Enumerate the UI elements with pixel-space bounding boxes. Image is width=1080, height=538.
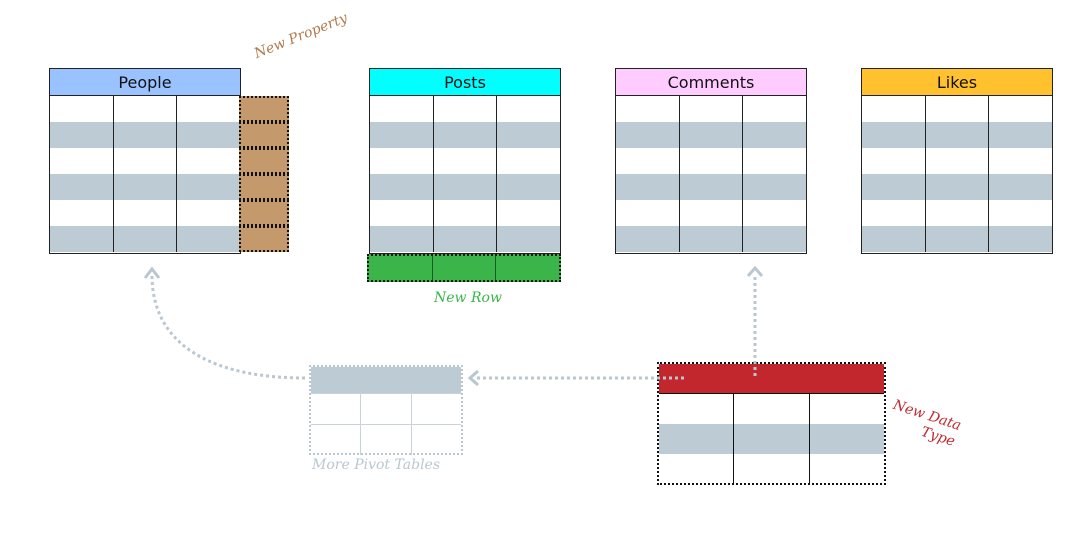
table-row (659, 454, 884, 484)
table-row (50, 122, 240, 148)
table-row (370, 122, 560, 148)
table-row (370, 96, 560, 122)
new-property-cell (239, 226, 289, 252)
table-row (311, 393, 461, 424)
table-row (659, 394, 884, 424)
table-row (370, 174, 560, 200)
table-row (659, 424, 884, 454)
table-row (862, 174, 1052, 200)
likes-table-title: Likes (936, 72, 978, 92)
table-row (862, 226, 1052, 252)
new-data-type-table (657, 362, 886, 485)
people-table-header: People (50, 69, 240, 96)
table-row (862, 148, 1052, 174)
new-data-type-header (659, 364, 884, 394)
comments-table-title: Comments (667, 72, 755, 92)
more-pivot-tables-label: More Pivot Tables (312, 457, 441, 473)
table-row (50, 96, 240, 122)
table-row (616, 226, 806, 252)
table-row (616, 174, 806, 200)
new-row-cells (367, 254, 561, 282)
table-row (311, 424, 461, 455)
comments-table-header: Comments (616, 69, 806, 96)
table-row (616, 96, 806, 122)
arrow-to-comments-head (746, 265, 764, 277)
table-row (862, 96, 1052, 122)
arrow-to-pivot-head (467, 369, 479, 387)
table-row (616, 148, 806, 174)
arrow-to-people (150, 274, 306, 380)
table-row (50, 148, 240, 174)
likes-table-header: Likes (862, 69, 1052, 96)
new-property-cell (239, 148, 289, 174)
people-table: People (49, 68, 241, 254)
people-table-title: People (118, 72, 172, 92)
new-row-label: New Row (434, 290, 502, 306)
pivot-table-header (311, 367, 461, 393)
new-property-cell (239, 96, 289, 122)
table-row (616, 200, 806, 226)
table-row (370, 148, 560, 174)
arrow-to-people-head (143, 266, 161, 279)
posts-table-header: Posts (370, 69, 560, 96)
table-row (862, 122, 1052, 148)
likes-table: Likes (861, 68, 1053, 254)
table-row (50, 226, 240, 252)
posts-table-title: Posts (444, 72, 486, 92)
table-row (616, 122, 806, 148)
comments-table: Comments (615, 68, 807, 254)
table-row (370, 226, 560, 252)
table-row (50, 200, 240, 226)
table-row (370, 200, 560, 226)
posts-table: Posts (369, 68, 561, 254)
new-property-cell (239, 122, 289, 148)
new-property-cell (239, 200, 289, 226)
table-row (862, 200, 1052, 226)
more-pivot-tables-table (309, 365, 463, 455)
table-row (50, 174, 240, 200)
new-property-cell (239, 174, 289, 200)
